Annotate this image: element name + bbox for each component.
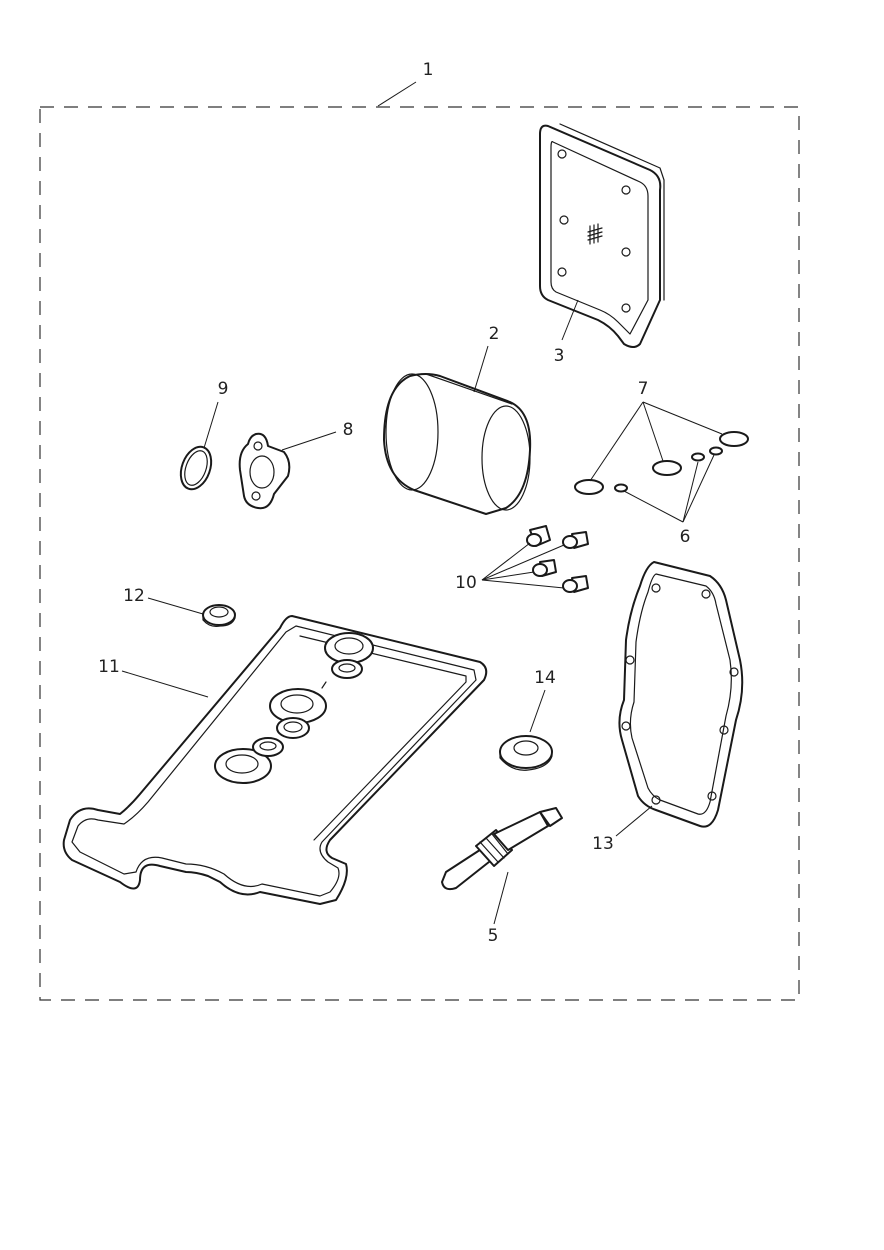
bolt-10c [532, 559, 557, 577]
leader-14 [529, 689, 546, 733]
spark-plug-5 [441, 807, 563, 891]
o-ring-9 [179, 445, 213, 491]
air-filter-element [539, 123, 665, 348]
o-ring-7b [652, 460, 682, 476]
clutch-cover-gasket-13 [618, 561, 744, 828]
leader-8 [281, 431, 337, 451]
leader-7c [642, 401, 723, 435]
cover-seal-ring-5 [214, 748, 272, 784]
leader-6a [623, 490, 684, 523]
bolt-10b [562, 531, 589, 549]
o-ring-7a [574, 479, 604, 495]
leader-10a [481, 542, 531, 581]
o-ring-6c [709, 446, 723, 456]
o-ring-6b [691, 452, 705, 462]
bolt-10a [526, 525, 551, 547]
filter-mesh-patch [587, 223, 603, 245]
leader-10c [481, 571, 535, 581]
callout-12: 12 [123, 586, 145, 606]
leader-6c [682, 454, 715, 523]
leader-2 [473, 345, 489, 393]
leader-10d [481, 579, 565, 589]
leader-12 [147, 597, 204, 615]
leader-7b [642, 401, 664, 462]
cover-seal-ring-4 [276, 717, 310, 739]
callout-1: 1 [423, 60, 434, 80]
callout-7: 7 [638, 379, 649, 399]
leader-9 [203, 401, 219, 449]
leader-10b [481, 544, 565, 581]
callout-5: 5 [488, 926, 499, 946]
rocker-cover-gasket-11 [62, 615, 488, 905]
callout-10: 10 [455, 573, 477, 593]
callout-11: 11 [98, 657, 120, 677]
callout-6: 6 [680, 527, 691, 547]
leader-7a [589, 401, 644, 482]
leader-3 [561, 299, 579, 341]
leader-13 [615, 805, 653, 837]
leader-1 [377, 81, 417, 107]
callout-2: 2 [489, 324, 500, 344]
cover-seal-ring-2 [331, 659, 363, 679]
kit-boundary-frame [39, 106, 800, 1001]
leader-11 [121, 670, 209, 698]
leader-6b [682, 461, 699, 523]
bolts-10 [526, 525, 589, 593]
leader-5 [493, 871, 509, 925]
cover-seal-ring-6 [252, 737, 284, 757]
callout-labels: 1 2 3 5 6 7 8 9 10 11 12 13 14 [98, 60, 690, 946]
callout-9: 9 [218, 379, 229, 399]
callout-14: 14 [534, 668, 556, 688]
callout-8: 8 [343, 420, 354, 440]
o-rings-7-6 [574, 431, 749, 495]
callout-13: 13 [592, 834, 614, 854]
washer-14 [499, 735, 553, 771]
leader-lines [121, 81, 723, 925]
o-ring-7c [719, 431, 749, 447]
oil-filter [383, 373, 532, 515]
bolt-10d [562, 575, 589, 593]
o-ring-6a [614, 483, 628, 493]
gasket-8 [238, 432, 291, 510]
seal-12 [202, 604, 236, 627]
callout-3: 3 [554, 346, 565, 366]
